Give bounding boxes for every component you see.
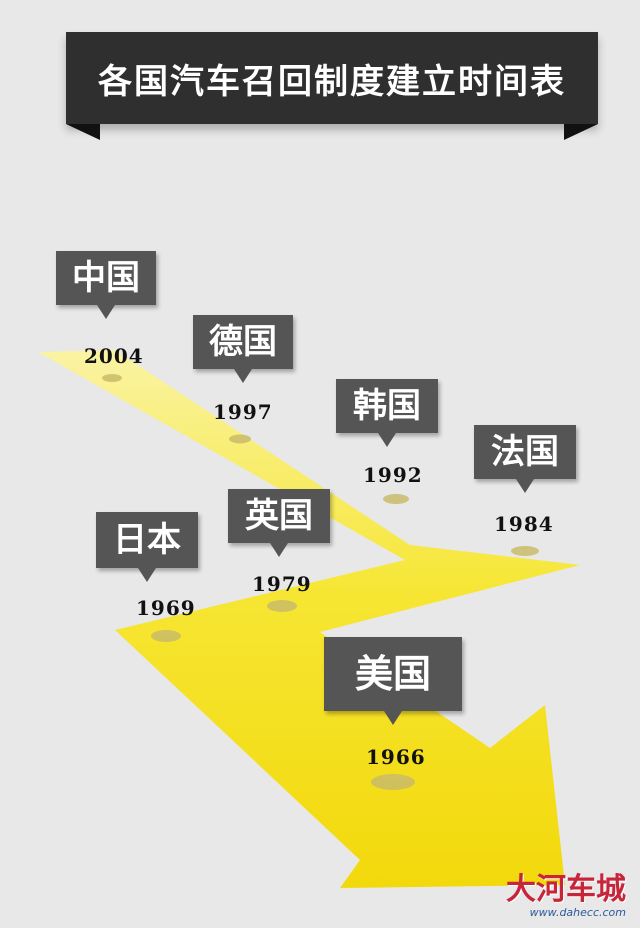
- country-name: 韩国: [353, 386, 421, 426]
- country-label-china: 中国: [56, 251, 156, 319]
- year-label: 1969: [136, 596, 196, 620]
- title-banner: 各国汽车召回制度建立时间表: [66, 32, 598, 124]
- banner-fold-left: [66, 124, 100, 140]
- dot-france: [511, 546, 539, 556]
- pin-pointer: [234, 369, 252, 383]
- pin-pointer: [516, 479, 534, 493]
- country-label-france: 法国: [474, 425, 576, 493]
- page-title: 各国汽车召回制度建立时间表: [98, 61, 566, 102]
- country-name: 英国: [245, 496, 313, 536]
- pin-pointer: [384, 711, 402, 725]
- watermark-logo: 大河车城 www.dahecc.com: [506, 872, 626, 920]
- dot-usa: [371, 774, 415, 790]
- country-name: 中国: [72, 258, 140, 298]
- zigzag-arrow: [38, 350, 580, 888]
- dot-korea: [383, 494, 409, 504]
- pin-pointer: [378, 433, 396, 447]
- country-label-usa: 美国: [324, 637, 462, 725]
- banner-fold-right: [564, 124, 598, 140]
- dot-china: [102, 374, 122, 382]
- country-name: 美国: [354, 652, 431, 696]
- year-label: 2004: [84, 344, 144, 368]
- dot-japan: [151, 630, 181, 642]
- year-label: 1992: [363, 463, 423, 487]
- country-label-japan: 日本: [96, 512, 198, 582]
- pin-pointer: [138, 568, 156, 582]
- country-name: 日本: [113, 520, 181, 560]
- dot-germany: [229, 434, 251, 444]
- dot-uk: [267, 600, 297, 612]
- watermark-url: www.dahecc.com: [529, 906, 626, 919]
- year-label: 1966: [366, 745, 426, 769]
- pin-pointer: [97, 305, 115, 319]
- country-label-korea: 韩国: [336, 379, 438, 447]
- pin-pointer: [270, 543, 288, 557]
- year-label: 1979: [252, 572, 312, 596]
- country-label-uk: 英国: [228, 489, 330, 557]
- year-label: 1984: [494, 512, 554, 536]
- country-name: 德国: [209, 322, 277, 362]
- country-label-germany: 德国: [193, 315, 293, 383]
- country-name: 法国: [491, 432, 559, 472]
- year-label: 1997: [213, 400, 273, 424]
- watermark-brand: 大河车城: [506, 872, 626, 907]
- timeline-dots: [102, 374, 539, 790]
